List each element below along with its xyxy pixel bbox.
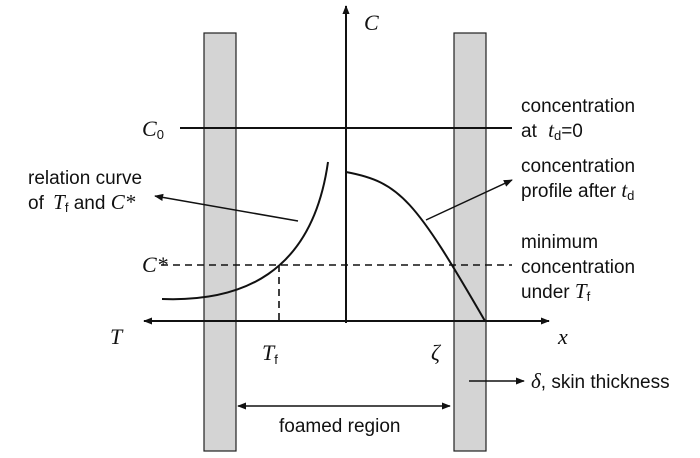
relation-curve-annotation: relation curve of Tf and C*	[28, 168, 142, 215]
c0-label: C0	[142, 116, 164, 142]
minimum-concentration-annotation: minimum concentration under Tf	[521, 232, 635, 304]
svg-text:at td=0: at td=0	[521, 118, 583, 143]
profile-leader-arrow	[425, 179, 513, 221]
tf-label: Tf	[262, 340, 278, 367]
c-axis-label: C	[364, 10, 379, 35]
svg-text:under Tf: under Tf	[521, 279, 591, 304]
relation-leader-arrow	[154, 193, 299, 222]
svg-text:concentration: concentration	[521, 156, 635, 177]
skin-thickness-label: δ, skin thickness	[531, 369, 670, 393]
t-axis-label: T	[110, 324, 124, 349]
foamed-region-label: foamed region	[279, 416, 400, 437]
left-skin-wall	[203, 32, 237, 452]
cstar-label: C*	[142, 252, 168, 277]
concentration-profile-curve	[345, 171, 486, 322]
x-axis-label: x	[557, 324, 568, 349]
concentration-t0-annotation: concentration at td=0	[521, 96, 635, 143]
svg-text:relation curve: relation curve	[28, 168, 142, 189]
svg-text:concentration: concentration	[521, 96, 635, 117]
svg-text:minimum: minimum	[521, 232, 598, 253]
relation-curve	[161, 161, 329, 301]
svg-text:profile after td: profile after td	[521, 178, 634, 203]
right-skin-wall	[453, 32, 487, 452]
concentration-profile-annotation: concentration profile after td	[521, 156, 635, 203]
svg-text:concentration: concentration	[521, 257, 635, 278]
svg-text:of Tf and C*: of Tf and C*	[28, 190, 136, 215]
zeta-label: ζ	[431, 340, 442, 365]
